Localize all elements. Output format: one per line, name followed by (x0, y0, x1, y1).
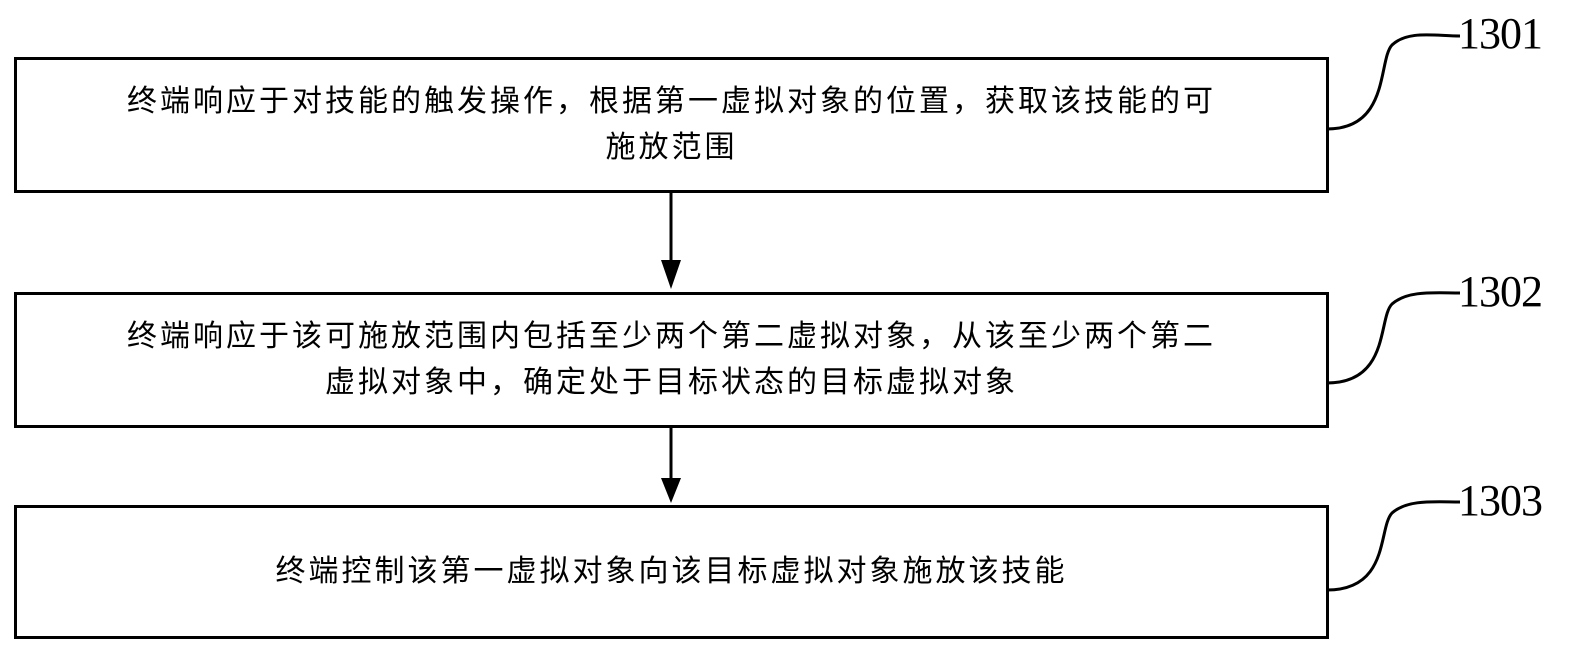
step-text-line: 终端控制该第一虚拟对象向该目标虚拟对象施放该技能 (275, 554, 1068, 589)
leader-line-1301 (1326, 33, 1461, 131)
step-box-1303: 终端控制该第一虚拟对象向该目标虚拟对象施放该技能 (14, 505, 1329, 639)
step-label-1303: 1303 (1458, 476, 1543, 525)
leader-line-1303 (1326, 500, 1461, 592)
step-text-1303: 终端控制该第一虚拟对象向该目标虚拟对象施放该技能 (276, 549, 1068, 595)
step-text-line: 虚拟对象中，确定处于目标状态的目标虚拟对象 (325, 365, 1018, 400)
step-text-1301: 终端响应于对技能的触发操作，根据第一虚拟对象的位置，获取该技能的可 施放范围 (127, 79, 1216, 171)
leader-line-1302 (1326, 291, 1461, 385)
step-text-line: 终端响应于对技能的触发操作，根据第一虚拟对象的位置，获取该技能的可 (127, 84, 1216, 119)
step-box-1302: 终端响应于该可施放范围内包括至少两个第二虚拟对象，从该至少两个第二 虚拟对象中，… (14, 292, 1329, 428)
flow-arrow-2-head (661, 478, 681, 503)
flow-arrow-1-head (661, 260, 681, 289)
step-text-line: 施放范围 (605, 130, 738, 165)
step-label-1301: 1301 (1458, 9, 1543, 58)
step-text-line: 终端响应于该可施放范围内包括至少两个第二虚拟对象，从该至少两个第二 (127, 319, 1216, 354)
step-box-1301: 终端响应于对技能的触发操作，根据第一虚拟对象的位置，获取该技能的可 施放范围 (14, 57, 1329, 193)
step-text-1302: 终端响应于该可施放范围内包括至少两个第二虚拟对象，从该至少两个第二 虚拟对象中，… (127, 314, 1216, 406)
step-label-1302: 1302 (1458, 267, 1543, 316)
